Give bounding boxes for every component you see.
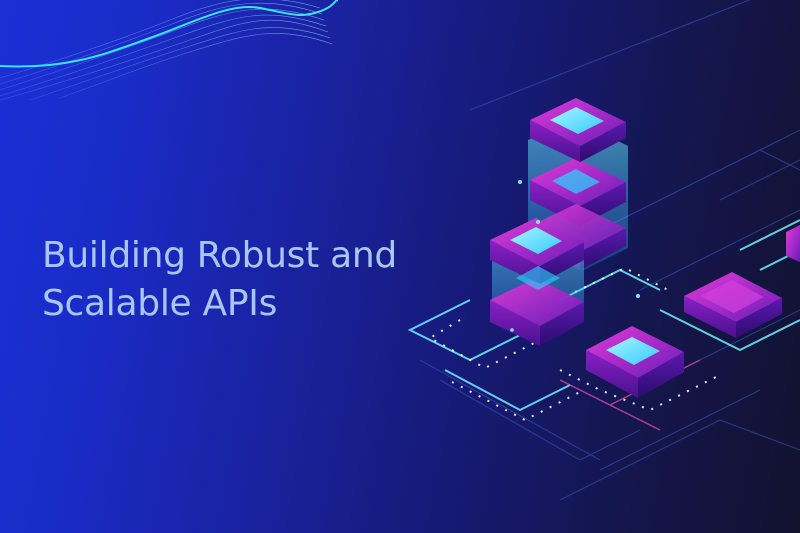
headline-line-1: Building Robust and xyxy=(42,235,397,276)
headline-line-2: Scalable APIs xyxy=(42,283,278,324)
circuit-lines xyxy=(419,0,800,501)
page-title: Building Robust and Scalable APIs xyxy=(42,232,397,328)
